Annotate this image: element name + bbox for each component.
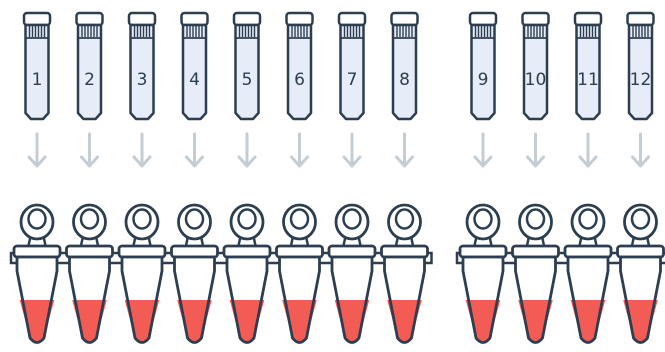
- pcr-tube-icon: [329, 205, 375, 343]
- arrow-down-icon: [580, 134, 596, 166]
- tube-number-label: 2: [84, 70, 95, 90]
- pcr-tube-icon: [460, 205, 506, 343]
- arrow-down-icon: [344, 134, 360, 166]
- arrow-row: [29, 134, 649, 166]
- pcr-tube-icon: [224, 205, 270, 343]
- pcr-tube-icon: [513, 205, 559, 343]
- tube-number-label: 8: [399, 70, 410, 90]
- sample-tube-icon: 11: [575, 13, 601, 119]
- pcr-tube-icon: [382, 205, 428, 343]
- pcr-tube-icon: [277, 205, 323, 343]
- tube-number-label: 6: [294, 70, 305, 90]
- tube-number-label: 7: [347, 70, 358, 90]
- tube-number-label: 1: [32, 70, 43, 90]
- sample-tube-icon: 5: [234, 13, 260, 119]
- tube-number-label: 5: [242, 70, 253, 90]
- sample-tube-icon: 8: [392, 13, 418, 119]
- arrow-down-icon: [187, 134, 203, 166]
- arrow-down-icon: [82, 134, 98, 166]
- tube-number-label: 10: [525, 70, 547, 90]
- sample-tube-icon: 4: [182, 13, 208, 119]
- pcr-tube-icon: [565, 205, 611, 343]
- sample-tube-icon: 10: [523, 13, 549, 119]
- pcr-strip-row: [11, 205, 665, 343]
- arrow-down-icon: [397, 134, 413, 166]
- sample-tube-icon: 2: [77, 13, 103, 119]
- pcr-tube-icon: [67, 205, 113, 343]
- arrow-down-icon: [239, 134, 255, 166]
- tube-number-label: 9: [478, 70, 489, 90]
- sample-tube-icon: 7: [339, 13, 365, 119]
- pcr-tube-icon: [618, 205, 664, 343]
- tube-number-label: 3: [137, 70, 148, 90]
- arrow-down-icon: [528, 134, 544, 166]
- arrow-down-icon: [134, 134, 150, 166]
- arrow-down-icon: [29, 134, 45, 166]
- sample-tube-icon: 3: [129, 13, 155, 119]
- arrow-down-icon: [475, 134, 491, 166]
- arrow-down-icon: [292, 134, 308, 166]
- tube-number-label: 11: [577, 70, 599, 90]
- sample-tube-icon: 9: [470, 13, 496, 119]
- arrow-down-icon: [633, 134, 649, 166]
- tube-number-label: 12: [630, 70, 652, 90]
- pcr-tube-icon: [14, 205, 60, 343]
- pcr-tube-icon: [119, 205, 165, 343]
- sample-tube-icon: 1: [24, 13, 50, 119]
- tube-number-label: 4: [189, 70, 200, 90]
- sample-tube-icon: 12: [628, 13, 654, 119]
- sample-tube-icon: 6: [287, 13, 313, 119]
- pcr-tube-icon: [172, 205, 218, 343]
